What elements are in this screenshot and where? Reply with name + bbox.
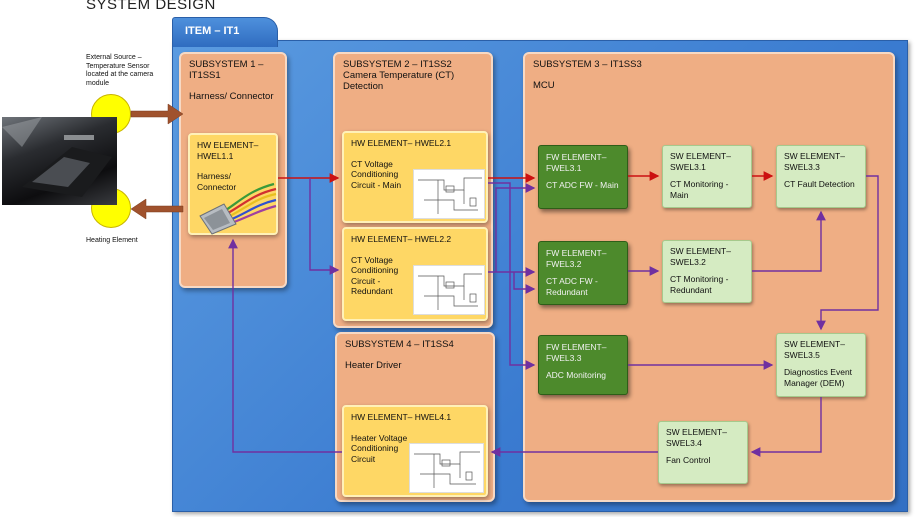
subsystem-4-id: SUBSYSTEM 4 – IT1SS4 [345,339,454,350]
fwel3-3-name: ADC Monitoring [546,370,606,380]
fwel3-2-name: CT ADC FW - Redundant [546,276,598,297]
swel3-5-id: SW ELEMENT– SWEL3.5 [784,339,845,360]
subsystem-3-id: SUBSYSTEM 3 – IT1SS3 [533,59,642,70]
subsystem-1-id: SUBSYSTEM 1 – IT1SS1 [189,59,264,81]
wire-sw35-to-sw34 [750,397,822,457]
camera-module-photo [2,117,117,205]
hwel2-1-name: CT Voltage Conditioning Circuit - Main [351,158,402,190]
subsystem-3-name: MCU [533,80,555,91]
item-tab: ITEM – IT1 [172,17,278,47]
external-heating-label: Heating Element [86,237,138,244]
wire-red-to-fw33b [513,272,536,294]
swel3-2-name: CT Monitoring - Redundant [670,274,729,295]
hwel4-1-id: HW ELEMENT– HWEL4.1 [351,412,452,422]
sw-element-swel3-4: SW ELEMENT– SWEL3.4 Fan Control [658,421,748,484]
swel3-4-name: Fan Control [666,455,711,465]
hwel2-1-id: HW ELEMENT– HWEL2.1 [351,138,452,148]
swel3-3-name: CT Fault Detection [784,179,855,189]
wire-red-to-fw31 [495,183,536,272]
circuit-schematic-main [413,169,485,219]
external-sensor-label: External Source – Temperature Sensor loc… [86,54,154,87]
arrow-sensor-in [130,103,184,125]
swel3-4-id: SW ELEMENT– SWEL3.4 [666,427,727,448]
wire-hwel41-to-connector [228,238,342,453]
sw-element-swel3-5: SW ELEMENT– SWEL3.5 Diagnostics Event Ma… [776,333,866,397]
wire-connector-to-redundant [309,178,340,275]
wire-main-to-fw33 [488,182,536,370]
wire-sw32-to-sw33 [752,210,826,272]
swel3-5-name: Diagnostics Event Manager (DEM) [784,367,853,388]
hwel1-1-name: Harness/ Connector [197,171,237,192]
sw-element-swel3-1: SW ELEMENT– SWEL3.1 CT Monitoring - Main [662,145,752,208]
swel3-3-id: SW ELEMENT– SWEL3.3 [784,151,845,172]
subsystem-2-id: SUBSYSTEM 2 – IT1SS2 [343,59,452,70]
fw-element-fwel3-1: FW ELEMENT– FWEL3.1 CT ADC FW - Main [538,145,628,209]
hwel1-1-id: HW ELEMENT– HWEL1.1 [197,140,259,161]
subsystem-1-name: Harness/ Connector [189,91,274,102]
arrow-heater-out [130,198,184,220]
hwel2-2-id: HW ELEMENT– HWEL2.2 [351,234,452,244]
fwel3-2-id: FW ELEMENT– FWEL3.2 [546,248,607,269]
fwel3-3-id: FW ELEMENT– FWEL3.3 [546,342,607,363]
fw-element-fwel3-2: FW ELEMENT– FWEL3.2 CT ADC FW - Redundan… [538,241,628,305]
fwel3-1-name: CT ADC FW - Main [546,180,619,190]
sw-element-swel3-2: SW ELEMENT– SWEL3.2 CT Monitoring - Redu… [662,240,752,303]
page-title: SYSTEM DESIGN [86,0,216,13]
wire-sw33-to-sw35 [816,175,879,331]
swel3-1-name: CT Monitoring - Main [670,179,729,200]
camera-photo-graphic [2,117,112,197]
swel3-1-id: SW ELEMENT– SWEL3.1 [670,151,731,172]
fw-element-fwel3-3: FW ELEMENT– FWEL3.3 ADC Monitoring [538,335,628,395]
subsystem-4-name: Heater Driver [345,360,402,371]
sw-element-swel3-3: SW ELEMENT– SWEL3.3 CT Fault Detection [776,145,866,208]
swel3-2-id: SW ELEMENT– SWEL3.2 [670,246,731,267]
circuit-schematic-heater [409,443,484,493]
hwel4-1-name: Heater Voltage Conditioning Circuit [351,432,408,464]
hwel2-2-name: CT Voltage Conditioning Circuit - Redund… [351,254,399,297]
fwel3-1-id: FW ELEMENT– FWEL3.1 [546,152,607,173]
circuit-schematic-redundant [413,265,485,315]
connector-icon [196,180,278,236]
subsystem-2-name: Camera Temperature (CT) Detection [343,70,455,92]
